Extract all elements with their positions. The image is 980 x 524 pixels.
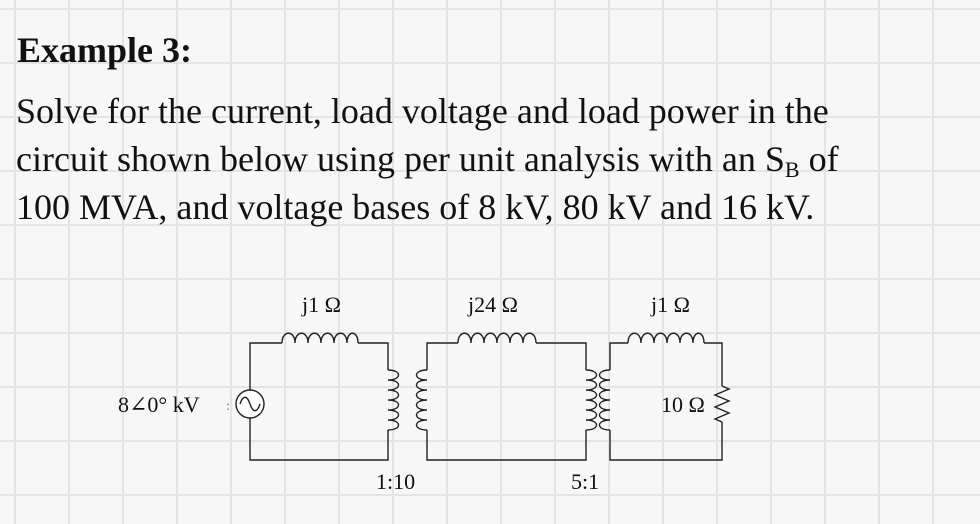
- transformer-2-secondary-coil-icon: [598, 369, 611, 431]
- problem-line-2-text: circuit shown below using per unit analy…: [16, 139, 785, 179]
- transformer-2-ratio: 5:1: [571, 469, 599, 494]
- reactance-2-label: j24 Ω: [467, 292, 518, 317]
- resistor-icon: [713, 385, 731, 423]
- reactance-3-label: j1 Ω: [650, 292, 690, 317]
- example-title: Example 3:: [17, 30, 192, 70]
- transformer-1-secondary-coil-icon: [415, 369, 428, 431]
- transformer-1-primary-coil-icon: [387, 369, 400, 431]
- source-label: 8∠0° kV: [118, 392, 200, 417]
- source-label-dot: :: [226, 399, 230, 414]
- problem-line-2-end: of: [799, 139, 839, 179]
- loop-2-wiring: [426, 342, 587, 461]
- inductor-2-icon: [457, 332, 537, 344]
- base-power-subscript: B: [784, 157, 800, 182]
- loop-1-wiring: [249, 342, 389, 461]
- problem-line-2: circuit shown below using per unit analy…: [16, 135, 971, 183]
- problem-line-3: 100 MVA, and voltage bases of 8 kV, 80 k…: [16, 187, 815, 227]
- problem-statement: Solve for the current, load voltage and …: [16, 87, 971, 231]
- load-resistance-label: 10 Ω: [661, 392, 705, 417]
- transformer-1-ratio: 1:10: [376, 469, 415, 494]
- ac-voltage-source-icon: [235, 389, 265, 419]
- loop-3-wiring: [609, 342, 723, 461]
- transformer-2-primary-coil-icon: [585, 369, 598, 431]
- inductor-3-icon: [627, 332, 705, 344]
- reactance-1-label: j1 Ω: [301, 292, 341, 317]
- inductor-1-icon: [281, 332, 359, 344]
- problem-line-1: Solve for the current, load voltage and …: [16, 91, 829, 131]
